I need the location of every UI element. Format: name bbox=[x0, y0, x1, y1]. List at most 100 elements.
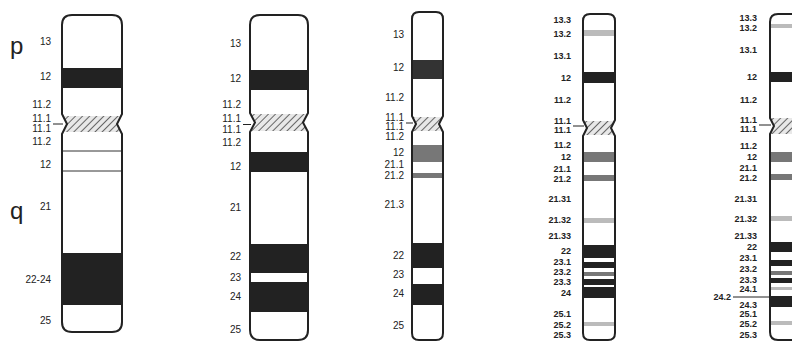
band-label: 24.2 bbox=[713, 293, 731, 302]
band-label: 12 bbox=[393, 148, 404, 158]
chromosome-bands bbox=[410, 60, 446, 305]
band-label: 23.2 bbox=[739, 265, 757, 274]
dark-band bbox=[768, 260, 792, 266]
grey-band bbox=[768, 152, 792, 162]
band-label: 13.1 bbox=[553, 52, 571, 61]
leader-line bbox=[243, 124, 251, 125]
dark-band bbox=[768, 242, 792, 252]
band-label: 21.32 bbox=[548, 216, 571, 225]
band-label: 22 bbox=[230, 252, 241, 262]
chromosome-bands bbox=[768, 24, 792, 325]
band-label: 11.2 bbox=[554, 96, 571, 105]
band-label: 12 bbox=[561, 153, 571, 162]
arm-label: q bbox=[10, 199, 23, 223]
chromosome-bands bbox=[248, 70, 310, 312]
band-label: 25 bbox=[393, 321, 404, 331]
band-label: 11.2 bbox=[222, 100, 241, 110]
band-line bbox=[60, 171, 125, 172]
band-label: 13.2 bbox=[739, 24, 757, 33]
band-label: 23 bbox=[393, 270, 404, 280]
chromosome-outline bbox=[250, 15, 308, 340]
band-label: 13.1 bbox=[739, 46, 757, 55]
dark-band bbox=[410, 60, 446, 79]
band-label: 11.2 bbox=[222, 138, 241, 148]
dark-band bbox=[768, 296, 792, 307]
band-label: 24 bbox=[561, 289, 571, 298]
band-label: 21.2 bbox=[553, 175, 571, 184]
centromere bbox=[60, 116, 125, 132]
band-label: 13 bbox=[393, 30, 404, 40]
dark-band bbox=[248, 152, 310, 172]
light-band bbox=[768, 287, 792, 290]
band-label: 25 bbox=[230, 325, 241, 335]
band-label: 23.1 bbox=[739, 254, 757, 263]
light-band bbox=[581, 218, 617, 223]
band-label: 12 bbox=[40, 160, 51, 170]
dark-band bbox=[581, 262, 617, 268]
band-label: 25.2 bbox=[553, 321, 571, 330]
band-label: 21.1 bbox=[385, 160, 404, 170]
band-label: 25.3 bbox=[553, 331, 571, 340]
band-label: 11.1 bbox=[554, 126, 571, 135]
band-label: 25.2 bbox=[739, 320, 757, 329]
band-label: 21 bbox=[40, 202, 51, 212]
band-label: 12 bbox=[747, 73, 757, 82]
band-label: 22-24 bbox=[25, 275, 51, 285]
band-label: 11.1 bbox=[32, 124, 51, 134]
band-label: 23.3 bbox=[553, 278, 571, 287]
band-label: 21.31 bbox=[734, 195, 757, 204]
band-label: 11.1 bbox=[385, 122, 404, 132]
dark-band bbox=[581, 279, 617, 285]
band-label: 22 bbox=[747, 243, 757, 252]
dark-band bbox=[581, 287, 617, 298]
band-label: 11.2 bbox=[385, 132, 404, 142]
dark-band bbox=[581, 72, 617, 83]
dark-band bbox=[410, 243, 446, 268]
band-label: 11.1 bbox=[740, 116, 757, 125]
band-label: 11.2 bbox=[740, 96, 757, 105]
grey-band bbox=[410, 145, 446, 162]
chromosome-outline bbox=[62, 15, 122, 332]
light-band bbox=[581, 322, 617, 326]
band-label: 12 bbox=[393, 63, 404, 73]
grey-band bbox=[768, 174, 792, 180]
band-label: 21.1 bbox=[553, 165, 571, 174]
band-label: 21.31 bbox=[548, 195, 571, 204]
band-label: 23.1 bbox=[553, 258, 571, 267]
band-label: 24 bbox=[393, 289, 404, 299]
band-label: 23.3 bbox=[739, 276, 757, 285]
band-label: 21.3 bbox=[385, 200, 404, 210]
band-label: 12 bbox=[230, 162, 241, 172]
arm-label: p bbox=[10, 34, 23, 58]
grey-band bbox=[581, 152, 617, 162]
chromosome-bands bbox=[60, 68, 125, 305]
band-label: 25.1 bbox=[739, 310, 757, 319]
band-label: 21.1 bbox=[739, 164, 757, 173]
band-label: 21.2 bbox=[385, 171, 404, 181]
light-band bbox=[768, 216, 792, 221]
leader-line bbox=[733, 297, 771, 298]
band-label: 25.1 bbox=[553, 310, 571, 319]
dark-band bbox=[768, 72, 792, 82]
band-label: 11.1 bbox=[222, 114, 241, 124]
band-label: 12 bbox=[747, 153, 757, 162]
light-band bbox=[768, 321, 792, 325]
band-label: 11.2 bbox=[740, 142, 757, 151]
grey-band bbox=[410, 173, 446, 178]
band-label: 11.1 bbox=[740, 125, 757, 134]
centromere bbox=[248, 114, 310, 131]
grey-band bbox=[581, 272, 617, 276]
dark-band bbox=[768, 278, 792, 283]
light-band bbox=[768, 24, 792, 28]
band-label: 11.2 bbox=[32, 137, 51, 147]
band-label: 12 bbox=[230, 74, 241, 84]
band-label: 24 bbox=[230, 292, 241, 302]
grey-band bbox=[768, 271, 792, 275]
leader-line bbox=[53, 124, 63, 125]
band-label: 11.2 bbox=[554, 141, 571, 150]
band-label: 12 bbox=[561, 74, 571, 83]
band-label: 21.2 bbox=[739, 174, 757, 183]
band-label: 13.3 bbox=[739, 14, 757, 23]
dark-band bbox=[60, 253, 125, 305]
